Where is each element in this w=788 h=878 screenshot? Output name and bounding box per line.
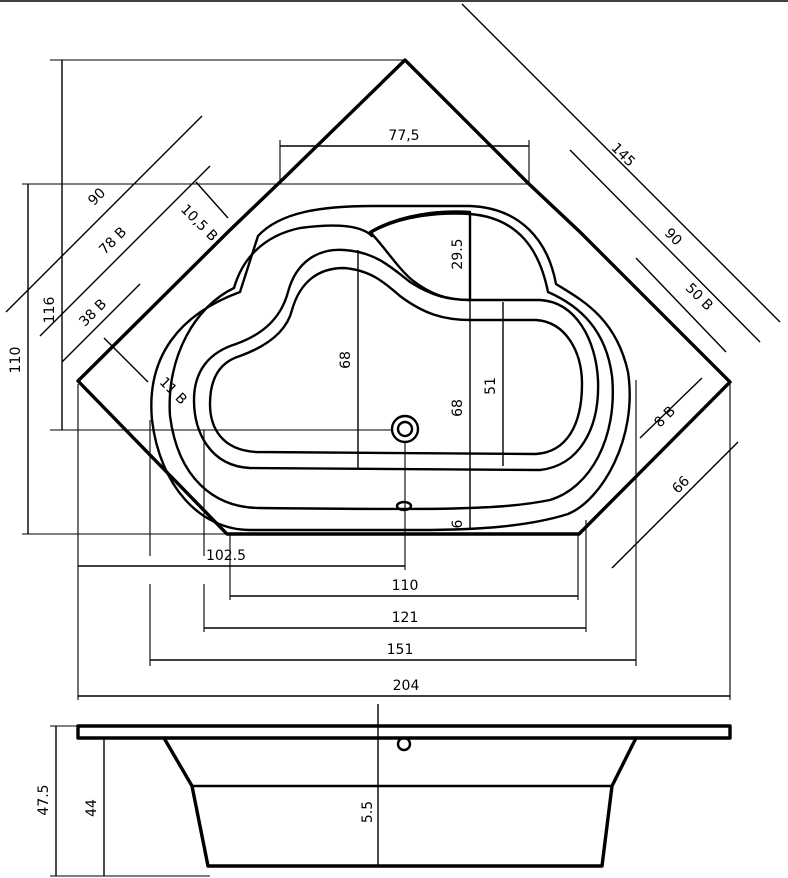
dim-left-10-5: 10,5 B xyxy=(177,202,220,245)
dim-right-50: 50 B xyxy=(682,280,716,314)
dim-right-8: 8 B xyxy=(651,403,679,431)
basin-floor-contour xyxy=(208,266,584,456)
dim-diagonal-145: 145 xyxy=(608,140,638,170)
dim-left-38: 38 B xyxy=(76,296,110,330)
dim-rim-height: 5.5 xyxy=(360,801,376,823)
side-rim xyxy=(76,724,732,740)
dim-line xyxy=(5,115,203,313)
dim-line xyxy=(39,165,211,337)
drain-inner xyxy=(396,420,414,438)
dim-drain-offset: 102.5 xyxy=(206,548,246,564)
headrest-contour xyxy=(368,210,472,302)
dim-line xyxy=(569,149,761,343)
dim-seat-depth: 51 xyxy=(483,377,499,395)
dim-line xyxy=(639,377,703,439)
dim-left-11: 11 B xyxy=(156,374,190,408)
side-view: 5.5 47.5 44 xyxy=(36,704,732,877)
dim-line xyxy=(461,3,781,323)
dim-line xyxy=(635,257,727,353)
dim-line xyxy=(195,181,229,219)
inner-rim-contour xyxy=(168,212,614,511)
top-view: 110 116 68 68 29.5 6 51 77,5 145 90 50 B… xyxy=(5,3,781,700)
dim-basin-height: 44 xyxy=(84,799,100,817)
tub-outline xyxy=(76,58,732,536)
dim-diagonal-left-90: 90 xyxy=(85,185,109,209)
side-overflow xyxy=(396,736,412,752)
dim-bottom-width: 110 xyxy=(392,578,419,594)
dim-depth-116: 116 xyxy=(42,297,58,324)
dim-line xyxy=(103,337,149,383)
side-basin-outline xyxy=(162,736,638,868)
dim-inner-basin-width: 121 xyxy=(392,610,419,626)
dim-total-depth: 110 xyxy=(8,347,24,374)
dim-right-66: 66 xyxy=(669,473,693,497)
dim-left-78: 78 B xyxy=(96,224,130,258)
dim-outer-basin-width: 151 xyxy=(387,642,414,658)
overflow xyxy=(395,500,413,512)
dim-top-edge: 77,5 xyxy=(388,128,419,144)
dim-total-height: 47.5 xyxy=(36,784,52,815)
dim-line xyxy=(61,283,141,363)
drain-outer xyxy=(390,414,420,444)
dim-overall-width: 204 xyxy=(393,678,420,694)
outer-basin-contour xyxy=(150,204,631,532)
dim-inner-depth-left: 68 xyxy=(338,351,354,369)
dim-rim-offset: 6 xyxy=(450,519,466,528)
dim-inner-depth-right: 68 xyxy=(450,399,466,417)
dim-line xyxy=(611,441,739,569)
dim-headrest-depth: 29.5 xyxy=(450,238,466,269)
